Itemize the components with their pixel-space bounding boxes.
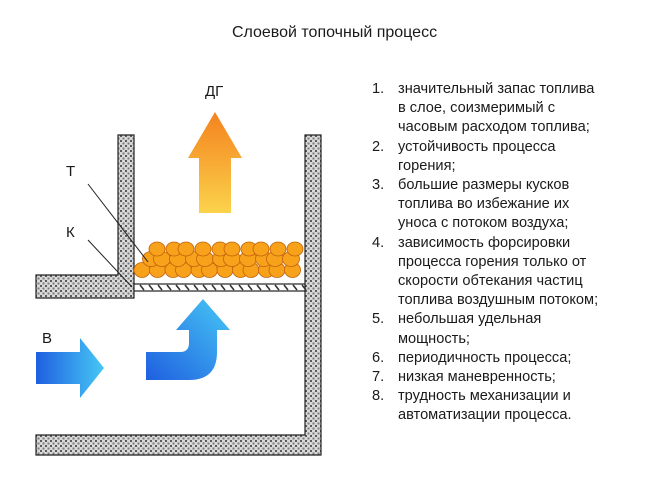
air-upflow-curved-arrow <box>146 299 230 380</box>
label-air: В <box>42 330 52 347</box>
property-number: 1. <box>372 81 385 97</box>
property-number: 5. <box>372 311 385 328</box>
property-number: 7. <box>372 369 385 386</box>
grate <box>133 283 307 292</box>
grate-bar <box>265 284 271 291</box>
properties-list: 1. значительный запас топлива в слое, сои… <box>372 80 662 426</box>
grate-bar <box>283 284 289 291</box>
grate-bar <box>274 284 280 291</box>
fuel-piece <box>148 241 166 257</box>
grate-bar <box>148 284 154 291</box>
grate-bar <box>238 284 244 291</box>
property-text: устойчивость процесса горения; <box>398 138 556 174</box>
fuel-piece <box>194 241 212 257</box>
property-item: 4. зависимость форсировки процесса горени… <box>372 234 662 311</box>
grate-bar <box>220 284 226 291</box>
grate-bar <box>157 284 163 291</box>
flue-gas-up-arrow <box>188 112 242 213</box>
property-item: 7. низкая маневренность; <box>372 368 662 387</box>
grate-bar <box>139 284 145 291</box>
grate-bar <box>175 284 181 291</box>
label-grate: К <box>66 224 75 241</box>
grate-bar <box>256 284 262 291</box>
property-item: 3. большие размеры кусков топлива во избе… <box>372 176 662 234</box>
property-number: 3. <box>372 177 385 194</box>
left-wall <box>35 134 135 299</box>
grate-bar <box>166 284 172 291</box>
grate-bar <box>193 284 199 291</box>
property-number: 2. <box>372 138 385 155</box>
property-text: большие размеры кусков топлива во избежа… <box>398 177 570 232</box>
property-text: низкая маневренность; <box>398 369 556 386</box>
grate-bar <box>247 284 253 291</box>
fuel-piece <box>223 241 241 257</box>
property-item: 2. устойчивость процесса горения; <box>372 138 662 176</box>
property-text: зависимость форсировки процесса горения … <box>398 234 599 309</box>
fuel-piece <box>269 241 287 257</box>
grate-bar <box>202 284 208 291</box>
grate-bar <box>301 284 307 291</box>
air-inlet-right-arrow <box>36 338 104 398</box>
property-item: 8. трудность механизации и автоматизации … <box>372 387 662 425</box>
diagram-title: Слоевой топочный процесс <box>231 24 438 41</box>
property-number: 8. <box>372 388 385 405</box>
property-text: периодичность процесса; <box>398 349 572 366</box>
fuel-pointer-line <box>87 183 149 263</box>
label-fuel: Т <box>66 163 75 180</box>
grate-bar <box>211 284 217 291</box>
furnace-walls <box>35 134 322 456</box>
grate-bar <box>292 284 298 291</box>
property-text: небольшая удельная мощность; <box>398 311 542 347</box>
label-flue-gas: ДГ <box>205 83 223 100</box>
property-number: 4. <box>372 234 385 251</box>
fuel-piece <box>286 241 304 257</box>
property-text: трудность механизации и автоматизации пр… <box>398 388 572 424</box>
grate-pointer-line <box>87 239 133 288</box>
property-item: 5. небольшая удельная мощность; <box>372 310 662 348</box>
fuel-piece <box>252 241 270 257</box>
property-item: 1. значительный запас топлива в слое, сои… <box>372 80 662 138</box>
grate-bar <box>184 284 190 291</box>
fuel-piece <box>177 241 195 257</box>
right-wall <box>35 134 322 456</box>
property-item: 6. периодичность процесса; <box>372 349 662 368</box>
property-number: 6. <box>372 349 385 366</box>
grate-bar <box>229 284 235 291</box>
fuel-layer <box>133 241 304 278</box>
property-text: значительный запас топлива в слое, соизм… <box>398 81 595 136</box>
